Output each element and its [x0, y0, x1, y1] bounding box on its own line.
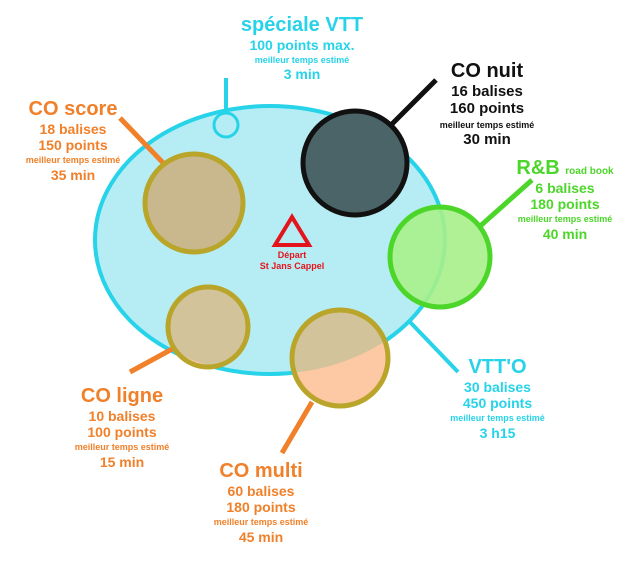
nuit-balises: 16 balises	[451, 83, 523, 100]
score-connector	[118, 116, 170, 170]
nuit-points: 160 points	[449, 100, 525, 118]
rb-label: R&B road book 6 balises 180 points meill…	[500, 157, 630, 242]
score-points: 150 points	[38, 137, 108, 154]
rb-est-label: meilleur temps estimé	[517, 214, 613, 225]
score-title: CO score	[28, 98, 118, 120]
vtt-points: 100 points max.	[249, 37, 355, 53]
ligne-circle-inner	[168, 287, 248, 367]
nuit-est-label: meilleur temps estimé	[439, 119, 535, 130]
vtto-label: VTT'O 30 balises 450 points meilleur tem…	[430, 356, 565, 441]
vtto-est-label: meilleur temps estimé	[450, 413, 545, 424]
rb-balises: 6 balises	[535, 180, 595, 196]
vtt-time: 3 min	[283, 66, 321, 83]
start-place: St Jans Cappel	[259, 260, 325, 271]
vtt-est-label: meilleur temps estimé	[254, 55, 350, 66]
ligne-points: 100 points	[87, 424, 157, 441]
rb-connector	[476, 178, 534, 230]
multi-circle-inner	[292, 310, 388, 374]
score-est-label: meilleur temps estimé	[25, 155, 121, 166]
rb-circle	[387, 204, 493, 310]
ligne-est-label: meilleur temps estimé	[74, 442, 170, 453]
multi-points: 180 points	[226, 499, 296, 516]
vtto-points: 450 points	[462, 395, 533, 412]
ligne-time: 15 min	[99, 453, 145, 470]
nuit-circle	[300, 108, 410, 218]
start-label: Départ St Jans Cappel	[242, 250, 342, 272]
nuit-connector	[386, 78, 438, 130]
rb-title: R&B	[516, 157, 560, 179]
ligne-balises: 10 balises	[88, 408, 156, 424]
ligne-connector	[128, 345, 176, 375]
nuit-time: 30 min	[463, 130, 511, 148]
vtt-title: spéciale VTT	[240, 14, 364, 36]
multi-connector	[279, 400, 315, 455]
ligne-circle	[165, 284, 251, 370]
ligne-title: CO ligne	[80, 385, 164, 407]
ligne-label: CO ligne 10 balises 100 points meilleur …	[62, 385, 182, 470]
triangle-icon	[271, 213, 313, 247]
vtto-title: VTT'O	[468, 356, 527, 378]
multi-label: CO multi 60 balises 180 points meilleur …	[196, 460, 326, 545]
start-text: Départ	[277, 250, 307, 260]
vtt-circle	[212, 111, 240, 139]
multi-est-label: meilleur temps estimé	[213, 517, 309, 528]
multi-time: 45 min	[238, 528, 284, 545]
rb-points: 180 points	[530, 196, 600, 213]
score-label: CO score 18 balises 150 points meilleur …	[12, 98, 134, 183]
score-balises: 18 balises	[39, 121, 107, 137]
score-circle	[142, 151, 246, 255]
multi-title: CO multi	[219, 460, 303, 482]
rb-subtitle: road book	[565, 166, 614, 177]
rb-title-line: R&B road book	[500, 157, 630, 180]
vtto-connector	[408, 320, 460, 374]
nuit-title: CO nuit	[450, 60, 524, 82]
multi-balises: 60 balises	[227, 483, 295, 499]
score-time: 35 min	[50, 166, 96, 183]
vtto-balises: 30 balises	[464, 379, 531, 395]
nuit-label: CO nuit 16 balises 160 points meilleur t…	[422, 60, 552, 148]
vtto-time: 3 h15	[479, 424, 516, 441]
rb-time: 40 min	[542, 225, 588, 242]
multi-circle	[289, 307, 391, 409]
vtt-label: spéciale VTT 100 points max. meilleur te…	[222, 14, 382, 83]
